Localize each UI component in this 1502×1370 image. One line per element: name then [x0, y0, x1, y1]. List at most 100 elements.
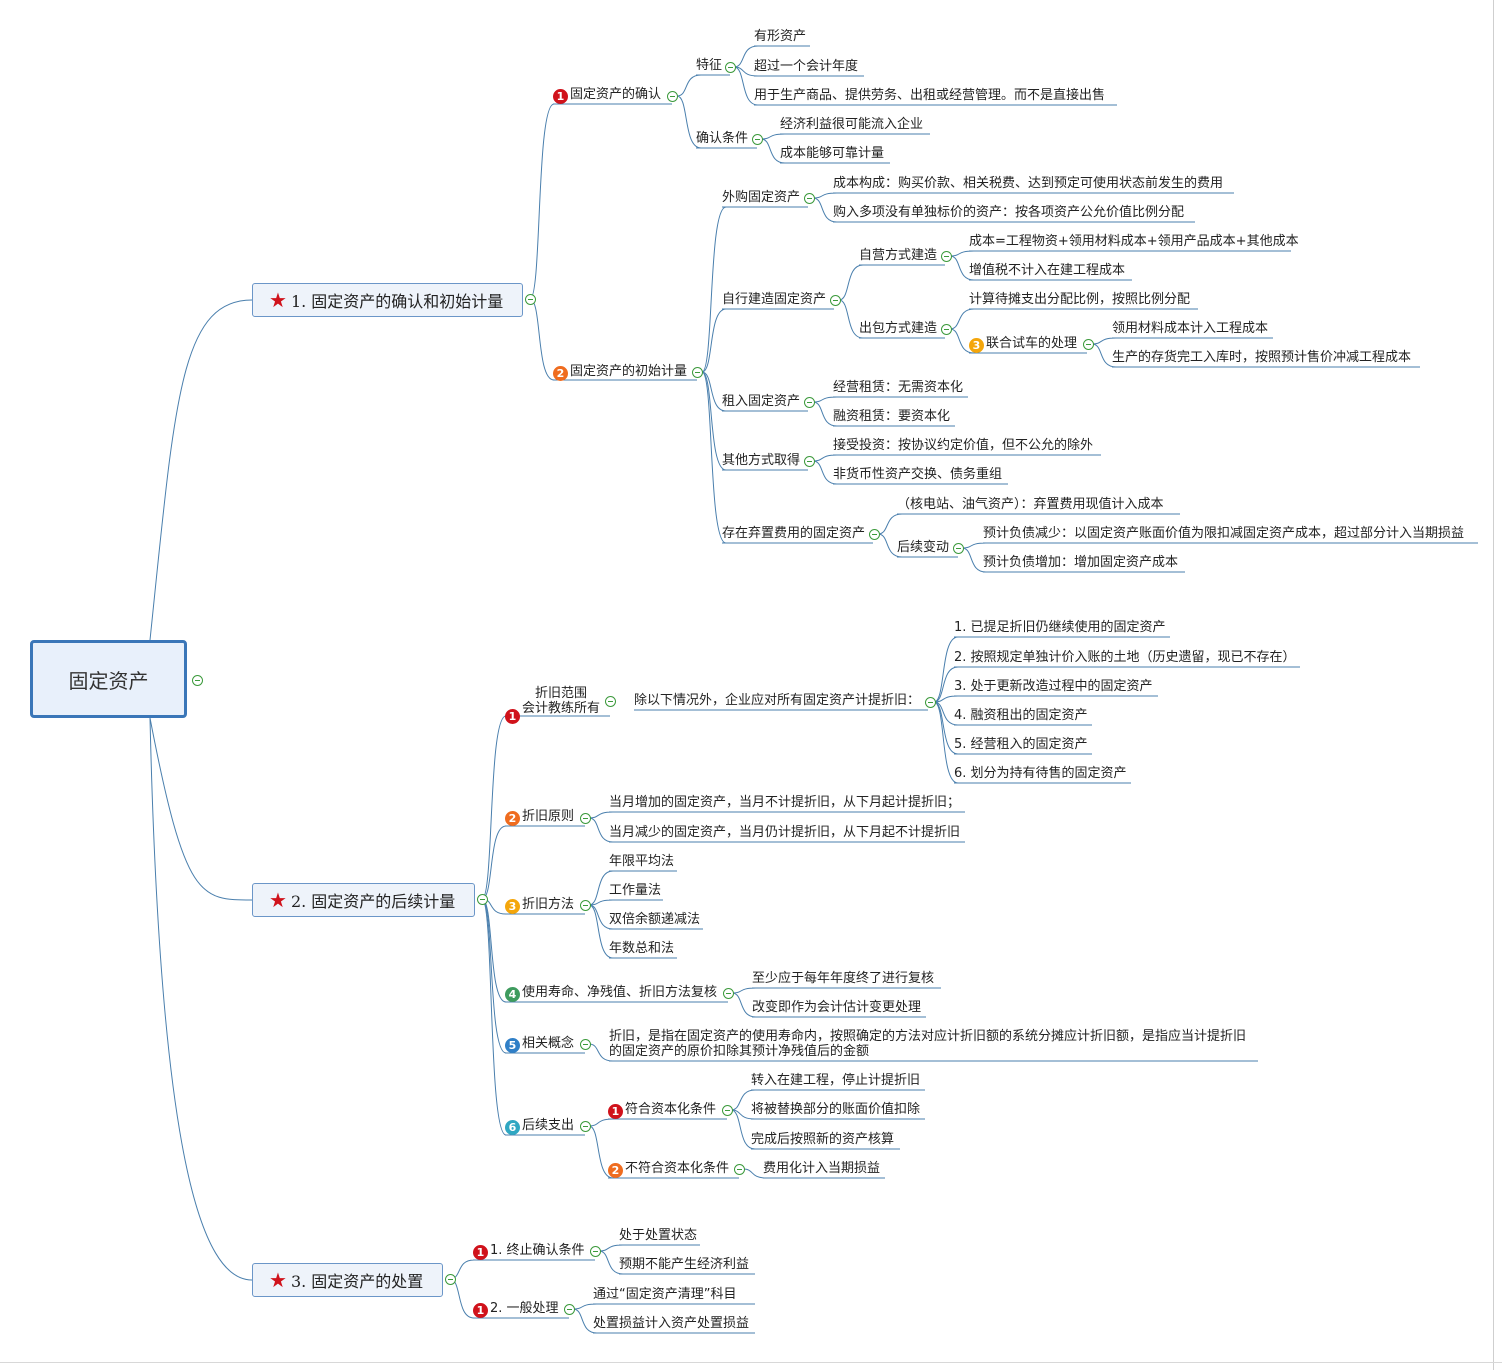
- topic-recognition-initial[interactable]: ★1. 固定资产的确认和初始计量: [252, 283, 523, 317]
- leaf[interactable]: 通过“固定资产清理”科目: [593, 1287, 737, 1302]
- leaf[interactable]: 经济利益很可能流入企业: [780, 117, 924, 132]
- node-other[interactable]: 其他方式取得: [722, 453, 801, 468]
- collapse-icon[interactable]: [953, 543, 964, 554]
- collapse-icon[interactable]: [925, 697, 936, 708]
- collapse-icon[interactable]: [590, 1246, 601, 1257]
- leaf[interactable]: 4. 融资租出的固定资产: [954, 708, 1088, 723]
- leaf[interactable]: 3. 处于更新改造过程中的固定资产: [954, 679, 1153, 694]
- leaf[interactable]: 将被替换部分的账面价值扣除: [751, 1102, 921, 1117]
- collapse-icon[interactable]: [580, 813, 591, 824]
- leaf[interactable]: 非货币性资产交换、债务重组: [833, 467, 1003, 482]
- leaf[interactable]: 经营租赁：无需资本化: [833, 380, 964, 395]
- collapse-icon[interactable]: [941, 324, 952, 335]
- leaf[interactable]: 计算待摊支出分配比例，按照比例分配: [969, 292, 1191, 307]
- node-abandon-cost[interactable]: 存在弃置费用的固定资产: [722, 526, 866, 541]
- node-later-change[interactable]: 后续变动: [897, 540, 950, 555]
- leaf[interactable]: 双倍余额递减法: [609, 912, 701, 927]
- collapse-icon[interactable]: [580, 1039, 591, 1050]
- leaf[interactable]: 预计负债增加：增加固定资产成本: [983, 555, 1179, 570]
- leaf[interactable]: 处置损益计入资产处置损益: [593, 1316, 750, 1331]
- collapse-icon[interactable]: [804, 397, 815, 408]
- collapse-icon[interactable]: [804, 456, 815, 467]
- node-range-desc[interactable]: 除以下情况外，企业应对所有固定资产计提折旧：: [634, 693, 921, 708]
- leaf[interactable]: （核电站、油气资产）：弃置费用现值计入成本: [897, 497, 1164, 512]
- leaf[interactable]: 领用材料成本计入工程成本: [1112, 321, 1269, 336]
- collapse-icon[interactable]: [1083, 339, 1094, 350]
- topic-subsequent-measurement[interactable]: ★2. 固定资产的后续计量: [252, 883, 475, 917]
- node-self-build[interactable]: 自行建造固定资产: [722, 292, 827, 307]
- node-contract-build[interactable]: 出包方式建造: [859, 321, 938, 336]
- leaf[interactable]: 2. 按照规定单独计价入账的土地（历史遗留，现已不存在）: [954, 650, 1296, 665]
- leaf[interactable]: 预期不能产生经济利益: [619, 1257, 750, 1272]
- leaf[interactable]: 1. 已提足折旧仍继续使用的固定资产: [954, 620, 1166, 635]
- leaf[interactable]: 当月减少的固定资产，当月仍计提折旧，从下月起不计提折旧: [609, 825, 961, 840]
- collapse-icon[interactable]: [580, 900, 591, 911]
- leaf[interactable]: 生产的存货完工入库时，按照预计售价冲减工程成本: [1112, 350, 1412, 365]
- leaf[interactable]: 增值税不计入在建工程成本: [969, 263, 1126, 278]
- collapse-icon[interactable]: [692, 367, 703, 378]
- leaf-concept-text[interactable]: 折旧，是指在固定资产的使用寿命内，按照确定的方法对应计折旧额的系统分摊应计折旧额…: [609, 1029, 1246, 1059]
- collapse-icon[interactable]: [477, 894, 488, 905]
- leaf[interactable]: 年限平均法: [609, 854, 675, 869]
- leaf[interactable]: 改变即作为会计估计变更处理: [752, 1000, 922, 1015]
- collapse-icon[interactable]: [725, 62, 736, 73]
- label: 折旧原则: [522, 809, 575, 824]
- leaf[interactable]: 预计负债减少：以固定资产账面价值为限扣减固定资产成本，超过部分计入当期损益: [983, 526, 1465, 541]
- collapse-icon[interactable]: [445, 1274, 456, 1285]
- subtopic-depreciation-range[interactable]: 1折旧范围会计教练所有: [505, 686, 600, 724]
- collapse-icon[interactable]: [830, 295, 841, 306]
- collapse-icon[interactable]: [752, 134, 763, 145]
- leaf[interactable]: 6. 划分为持有待售的固定资产: [954, 766, 1127, 781]
- leaf[interactable]: 购入多项没有单独标价的资产：按各项资产公允价值比例分配: [833, 205, 1185, 220]
- leaf[interactable]: 年数总和法: [609, 941, 675, 956]
- leaf[interactable]: 完成后按照新的资产核算: [751, 1132, 895, 1147]
- leaf[interactable]: 接受投资：按协议约定价值，但不公允的除外: [833, 438, 1094, 453]
- collapse-icon[interactable]: [941, 251, 952, 262]
- topic-disposal[interactable]: ★3. 固定资产的处置: [252, 1263, 443, 1297]
- collapse-icon[interactable]: [804, 193, 815, 204]
- leaf[interactable]: 工作量法: [609, 883, 662, 898]
- node-lease[interactable]: 租入固定资产: [722, 394, 801, 409]
- leaf[interactable]: 成本=工程物资+领用材料成本+领用产品成本+其他成本: [969, 234, 1299, 249]
- collapse-icon[interactable]: [734, 1164, 745, 1175]
- leaf[interactable]: 处于处置状态: [619, 1228, 698, 1243]
- root-topic[interactable]: 固定资产: [30, 640, 187, 718]
- collapse-icon[interactable]: [605, 696, 616, 707]
- collapse-icon[interactable]: [723, 988, 734, 999]
- collapse-icon[interactable]: [580, 1121, 591, 1132]
- collapse-icon[interactable]: [192, 675, 203, 686]
- node-purchase[interactable]: 外购固定资产: [722, 190, 801, 205]
- collapse-icon[interactable]: [722, 1105, 733, 1116]
- node-feature[interactable]: 特征: [696, 58, 723, 73]
- leaf[interactable]: 成本构成：购买价款、相关税费、达到预定可使用状态前发生的费用: [833, 176, 1224, 191]
- leaf[interactable]: 有形资产: [754, 29, 807, 44]
- leaf[interactable]: 成本能够可靠计量: [780, 146, 885, 161]
- node-own-build[interactable]: 自营方式建造: [859, 248, 938, 263]
- collapse-icon[interactable]: [869, 529, 880, 540]
- collapse-icon[interactable]: [525, 294, 536, 305]
- leaf[interactable]: 融资租赁：要资本化: [833, 409, 951, 424]
- leaf[interactable]: 超过一个会计年度: [754, 59, 859, 74]
- priority-2-icon: 2: [553, 366, 568, 381]
- leaf[interactable]: 转入在建工程，停止计提折旧: [751, 1073, 921, 1088]
- collapse-icon[interactable]: [667, 91, 678, 102]
- node-condition[interactable]: 确认条件: [696, 131, 749, 146]
- leaf[interactable]: 用于生产商品、提供劳务、出租或经营管理。而不是直接出售: [754, 88, 1106, 103]
- leaf[interactable]: 当月增加的固定资产，当月不计提折旧，从下月起计提折旧；: [609, 795, 961, 810]
- leaf[interactable]: 5. 经营租入的固定资产: [954, 737, 1088, 752]
- collapse-icon[interactable]: [564, 1304, 575, 1315]
- leaf[interactable]: 至少应于每年年度终了进行复核: [752, 971, 935, 986]
- leaf[interactable]: 费用化计入当期损益: [763, 1161, 881, 1176]
